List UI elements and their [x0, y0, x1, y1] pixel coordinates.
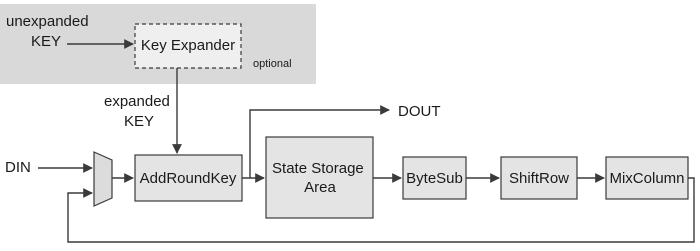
shift-row-label: ShiftRow [509, 170, 569, 187]
add-round-key-block [134, 154, 243, 202]
state-storage-line1: State Storage [272, 160, 364, 177]
multiplexer [93, 151, 113, 207]
byte-sub-label: ByteSub [406, 170, 463, 187]
dout-label: DOUT [398, 103, 441, 120]
dout-arrow [249, 105, 390, 178]
feedback-loop-arrow [67, 177, 695, 243]
shift-row-block [500, 156, 578, 200]
mix-column-block [605, 156, 689, 200]
mix-column-label: MixColumn [609, 170, 684, 187]
byte-sub-block [402, 156, 467, 200]
optional-label: optional [253, 58, 292, 70]
key-expander-block [134, 23, 242, 69]
expanded-key-label: expanded KEY [104, 93, 174, 130]
expanded-key-line1: expanded [104, 93, 170, 110]
state-storage-block [265, 136, 374, 219]
add-round-key-label: AddRoundKey [140, 170, 237, 187]
key-expander-label: Key Expander [141, 37, 235, 54]
state-storage-line2: Area [304, 179, 336, 196]
unexpanded-key-line2: KEY [31, 33, 61, 50]
unexpanded-key-label: unexpanded KEY [6, 13, 93, 50]
expanded-key-line2: KEY [124, 113, 154, 130]
unexpanded-key-line1: unexpanded [6, 13, 89, 30]
din-label: DIN [5, 159, 31, 176]
state-storage-label: State Storage Area [272, 160, 368, 196]
